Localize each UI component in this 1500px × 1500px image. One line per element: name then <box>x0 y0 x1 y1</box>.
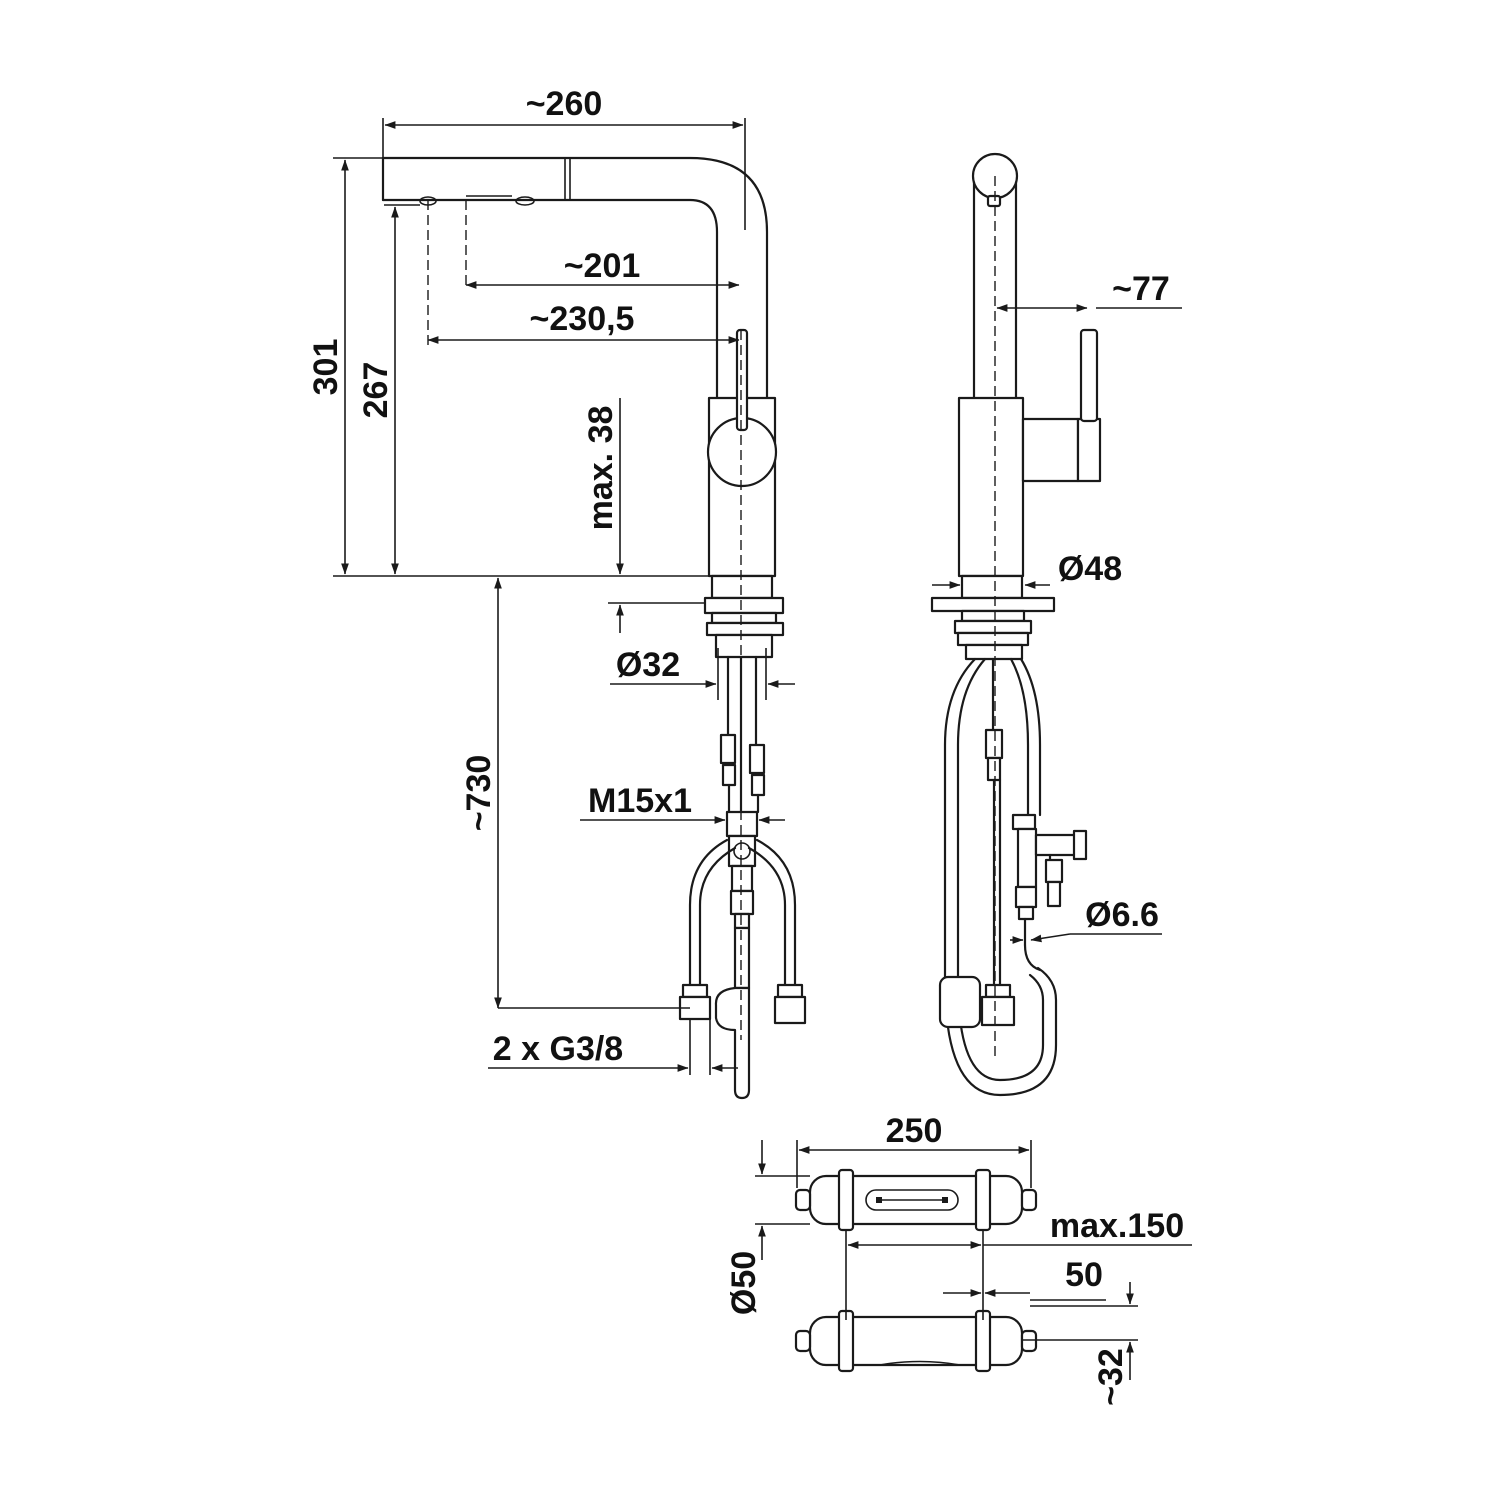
dim-spray-reach-label: ~230,5 <box>530 300 635 338</box>
dim-deck-thickness-label: max. 38 <box>582 406 620 531</box>
dim-total-height-label: 301 <box>307 339 345 396</box>
dim-hose-length-label: ~730 <box>460 755 498 832</box>
dim-weight-adjust-label: max.150 <box>1050 1207 1184 1245</box>
dim-spout-height-label: 267 <box>357 362 395 419</box>
dim-reach-label: ~260 <box>526 85 603 123</box>
dim-weight-length-label: 250 <box>886 1112 943 1150</box>
dim-connections-label: 2 x G3/8 <box>493 1030 623 1068</box>
faucet-side-view <box>381 156 807 1100</box>
hose-weight-top-view <box>794 1168 1038 1232</box>
dim-hole-diameter-label: Ø32 <box>616 646 680 684</box>
hose-weight-side-view <box>794 1309 1038 1373</box>
dimension-lines <box>333 118 1192 1380</box>
dim-weight-diameter-label: Ø50 <box>725 1251 763 1315</box>
dim-lever-offset-label: ~77 <box>1112 270 1170 308</box>
dim-hose-diameter-label: Ø6.6 <box>1085 896 1159 934</box>
dim-thread-label: M15x1 <box>588 782 692 820</box>
dim-aerator-reach-label: ~201 <box>564 247 641 285</box>
faucet-front-view <box>930 152 1102 1097</box>
dim-weight-offset-label: 50 <box>1065 1256 1103 1294</box>
dim-weight-height-label: ~32 <box>1092 1348 1130 1406</box>
dim-base-diameter-label: Ø48 <box>1058 550 1122 588</box>
